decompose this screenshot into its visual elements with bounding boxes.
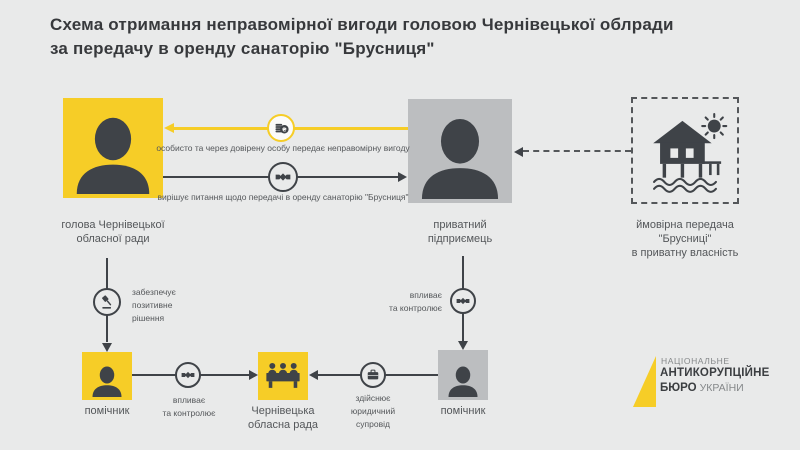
edge-influence-right-label: впливає та контролює [389,290,442,313]
page-title: Схема отримання неправомірної вигоди гол… [50,15,674,58]
arrowhead-left-icon [309,370,318,380]
edge-gavel-label: забезпечує позитивне рішення [132,287,176,323]
gavel-icon [102,295,112,309]
handshake-badge [175,362,201,388]
person-icon [76,117,150,194]
node-assistant-left [82,352,132,400]
handshake-icon [181,371,195,379]
handshake-badge [450,288,476,314]
handshake-icon [456,297,470,305]
arrowhead-down-icon [102,343,112,352]
arrowhead-left-icon [514,147,523,157]
handshake-badge [268,162,298,192]
coins-bribe-icon: ₴ [267,114,295,142]
node-assistant-left-label: помічник [84,405,130,417]
svg-text:₴: ₴ [281,127,286,133]
briefcase-badge [360,362,386,388]
arrowhead-right-icon [249,370,258,380]
arrowhead-down-icon [458,341,468,350]
briefcase-icon [367,369,379,380]
edge-decision-label: вирішує питання щодо передачі в оренду с… [157,192,409,202]
node-probable-transfer [631,97,739,204]
stilt-house-sun-waves-icon [653,112,728,193]
person-icon [421,118,499,199]
arrowhead-left-icon [164,123,174,133]
edge-influence-left-label: впливає та контролює [162,395,216,418]
nabu-logo-line1: НАЦІОНАЛЬНЕ [661,356,730,366]
person-icon [448,366,478,397]
node-assistant-right [438,350,488,400]
person-icon [92,366,122,397]
coins-icon: ₴ [274,123,289,133]
nabu-logo-line3-rest: УКРАЇНИ [699,382,744,394]
node-head-of-council [63,98,163,198]
council-presidium-icon [266,362,300,388]
node-entrepreneur-label: приватний підприємець [427,219,493,245]
edge-legal-label: здійснює юридичний супровід [350,393,396,429]
edge-bribe-label: особисто та через довірену особу передає… [156,143,410,153]
node-entrepreneur [408,99,512,203]
arrowhead-right-icon [398,172,407,182]
nabu-logo-mark-icon [633,356,656,407]
node-head-label: голова Чернівецької обласної ради [61,219,165,245]
edge-transfer-dashed-line [523,150,631,152]
node-council [258,352,308,400]
handshake-icon [275,173,291,181]
gavel-badge [93,288,121,316]
nabu-logo-line2: АНТИКОРУПЦІЙНЕ [660,367,770,379]
node-probable-transfer-label: ймовірна передача "Брусниці" в приватну … [631,219,739,259]
node-assistant-right-label: помічник [440,405,486,417]
node-council-label: Чернівецька обласна рада [248,405,318,431]
nabu-logo-line3-bold: БЮРО [660,382,697,394]
